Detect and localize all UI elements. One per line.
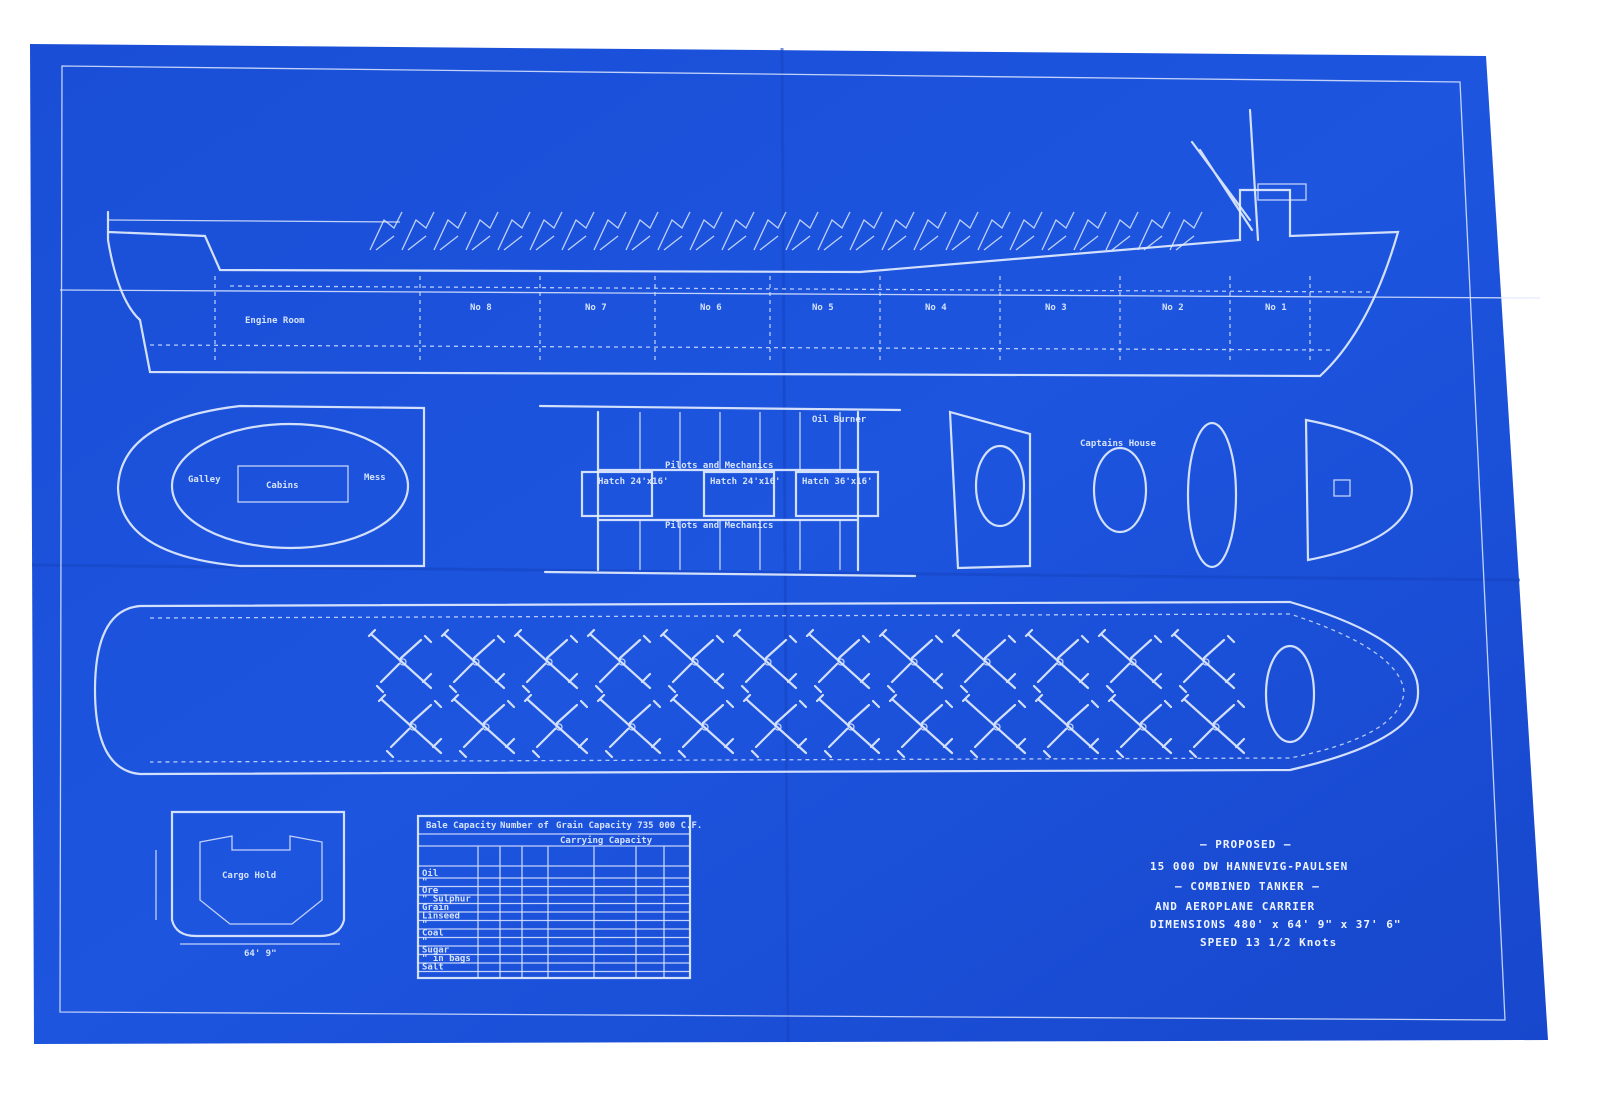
table-row-label: " [422, 937, 427, 947]
table-row-label: Coal [422, 929, 444, 939]
hold-label: No 1 [1265, 303, 1287, 313]
aft-deck-plan: Galley Cabins Mess [116, 404, 426, 568]
table-header: Number of [500, 821, 549, 831]
table-subheader: Carrying Capacity [560, 835, 653, 846]
table-row-label: Grain [422, 902, 449, 913]
hold-label: No 3 [1045, 303, 1067, 313]
table-row-label: " in bags [422, 953, 471, 964]
aeroplane-profile [529, 211, 563, 251]
forward-plans: Captains House [948, 410, 1414, 570]
title-line: 15 000 DW HANNEVIG-PAULSEN [1150, 860, 1348, 873]
pilots-mechanics-label: Pilots and Mechanics [665, 460, 773, 471]
aeroplane-profile [689, 211, 723, 251]
table-header: Bale Capacity [426, 820, 497, 831]
mid-deck-plan: Hatch 24'x16' Hatch 24'x16' Hatch 36'x16… [538, 404, 917, 578]
aeroplane-profile [401, 211, 435, 251]
table-row-label: Linseed [422, 911, 460, 922]
table-row-label: " Sulphur [422, 895, 471, 905]
mess-label: Mess [364, 473, 386, 483]
oil-burner-label: Oil Burner [812, 414, 867, 425]
aeroplane-profile [977, 211, 1011, 251]
aeroplane-profile [625, 211, 659, 251]
aeroplane-profile [433, 211, 467, 251]
cargo-hold-label: Cargo Hold [222, 871, 276, 881]
blueprint-paper [30, 44, 1548, 1044]
aeroplane-profile [1137, 211, 1171, 251]
hold-label: No 8 [470, 303, 492, 313]
aeroplane-profile [1073, 211, 1107, 251]
aeroplane-profile [945, 211, 979, 251]
title-line: — PROPOSED — [1200, 838, 1291, 851]
aeroplane-profile [753, 211, 787, 251]
fold-crease [780, 47, 790, 1043]
aeroplane-profile [561, 211, 595, 251]
hold-label: No 6 [700, 303, 722, 313]
galley-label: Galley [188, 475, 221, 485]
title-line: AND AEROPLANE CARRIER [1155, 900, 1315, 913]
cabins-label: Cabins [266, 480, 299, 491]
aeroplane-profile [1105, 211, 1139, 251]
table-row-label: " [422, 920, 427, 930]
midship-section: Cargo Hold 64' 9" [155, 810, 346, 959]
title-line: SPEED 13 1/2 Knots [1200, 936, 1337, 949]
aeroplane-profile [817, 211, 851, 251]
aeroplane-profile [1041, 211, 1075, 251]
beam-dimension: 64' 9" [244, 949, 277, 959]
hatch-label: Hatch 36'x16' [802, 477, 872, 487]
hatch-label: Hatch 24'x16' [710, 477, 780, 487]
aeroplane-profile [465, 211, 499, 251]
title-line: DIMENSIONS 480' x 64' 9" x 37' 6" [1150, 918, 1402, 931]
fold-crease [31, 563, 1521, 582]
flight-deck-plan [93, 600, 1420, 776]
captains-house-label: Captains House [1080, 438, 1156, 449]
aeroplane-profile [785, 211, 819, 251]
capacity-table: Oil"Ore" SulphurGrainLinseed"Coal"Sugar"… [416, 814, 702, 980]
aeroplane-profile [849, 211, 883, 251]
pilots-mechanics-label: Pilots and Mechanics [665, 520, 773, 531]
aeroplane-profile [497, 211, 531, 251]
aeroplane-profile [913, 211, 947, 251]
table-row-label: " [422, 878, 427, 888]
aeroplane-profile [593, 211, 627, 251]
drawing-border [59, 65, 1506, 1021]
engine-room-label: Engine Room [245, 315, 305, 326]
table-header: Grain Capacity 735 000 C.F. [556, 820, 702, 831]
hatch-label: Hatch 24'x16' [598, 477, 668, 487]
table-row-label: Ore [422, 886, 439, 896]
aeroplane-profile [721, 211, 755, 251]
table-row-label: Salt [422, 963, 444, 973]
hold-label: No 5 [812, 303, 834, 313]
aeroplane-profile [1009, 211, 1043, 251]
hold-label: No 7 [585, 303, 607, 313]
ship-profile: Engine Room No 8 No 7 No 6 No 5 No 4 No 3 No 2… [59, 108, 1541, 378]
hold-label: No 2 [1162, 303, 1184, 313]
aeroplane-profile [369, 211, 403, 251]
table-row-label: Sugar [422, 946, 450, 956]
hold-label: No 4 [925, 303, 947, 313]
title-block: — PROPOSED — 15 000 DW HANNEVIG-PAULSEN … [1150, 838, 1402, 949]
aeroplane-profile [881, 211, 915, 251]
aeroplane-profile [1169, 211, 1203, 251]
title-line: — COMBINED TANKER — [1175, 880, 1320, 893]
table-row-label: Oil [422, 868, 438, 879]
aeroplane-profile [657, 211, 691, 251]
